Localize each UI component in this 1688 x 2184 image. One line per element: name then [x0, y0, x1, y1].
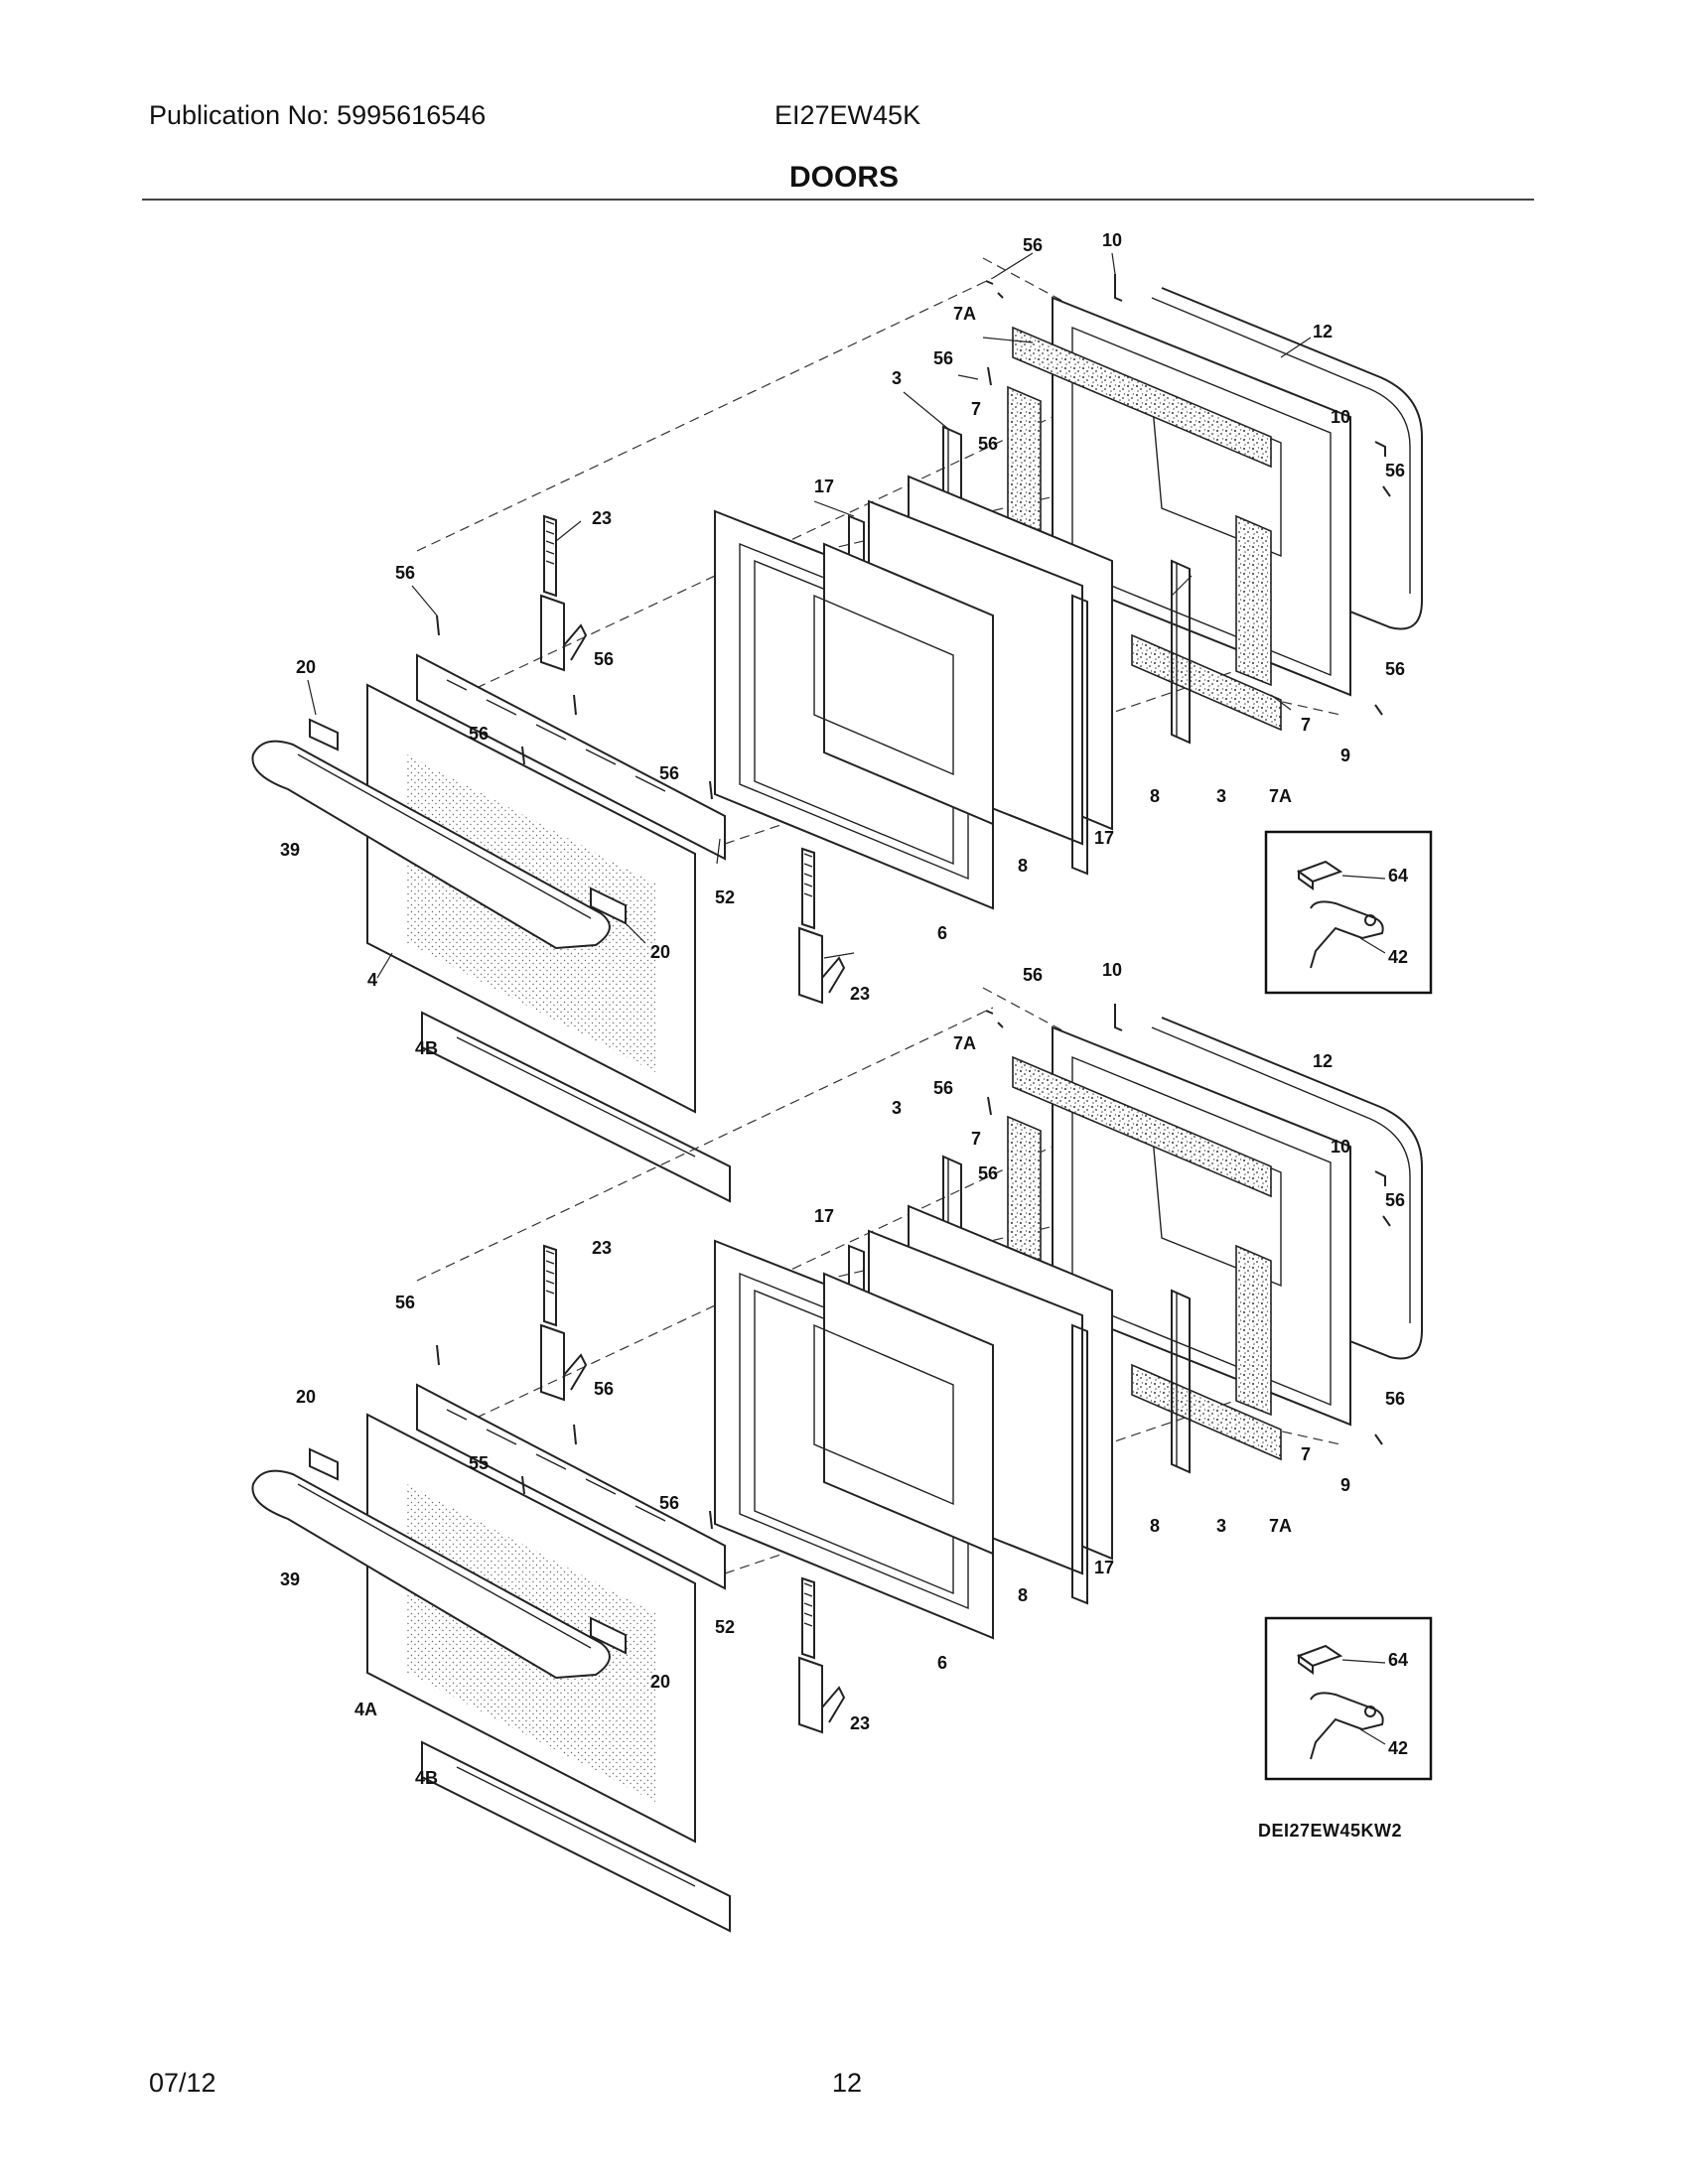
callout-56: 56 — [659, 763, 679, 783]
callout-4a: 4A — [354, 1700, 377, 1719]
page-title: DOORS — [788, 161, 899, 194]
callout-4b: 4B — [415, 1038, 438, 1058]
callout-52: 52 — [715, 887, 735, 907]
callout-20: 20 — [296, 1387, 316, 1407]
callout-56: 56 — [395, 1293, 415, 1312]
callout-17: 17 — [814, 477, 834, 496]
callout-6: 6 — [937, 1653, 947, 1673]
callout-56: 56 — [594, 649, 614, 669]
callout-39: 39 — [280, 1570, 300, 1589]
callout-10: 10 — [1331, 1137, 1350, 1157]
upper-callout-labels: 56 10 7A 12 56 3 7 10 56 56 17 23 56 56 … — [280, 230, 1405, 1058]
callout-12: 12 — [1313, 1051, 1333, 1071]
callout-8: 8 — [1150, 1516, 1160, 1536]
callout-7a: 7A — [953, 1033, 976, 1053]
callout-7: 7 — [1301, 715, 1311, 735]
drawing-code: DEI27EW45KW2 — [1258, 1821, 1402, 1841]
callout-10: 10 — [1102, 230, 1122, 250]
callout-7: 7 — [1301, 1444, 1311, 1464]
callout-7: 7 — [971, 1129, 981, 1149]
callout-56: 56 — [1023, 965, 1043, 985]
callout-56: 56 — [659, 1493, 679, 1513]
callout-10: 10 — [1331, 407, 1350, 427]
callout-8: 8 — [1018, 856, 1028, 876]
upper-door-assembly — [251, 257, 1423, 1202]
inset-box-upper: 64 42 — [1264, 830, 1433, 995]
callout-56: 56 — [978, 434, 998, 454]
callout-17: 17 — [1094, 1558, 1114, 1577]
callout-56: 56 — [469, 724, 489, 744]
inset-callout-64: 64 — [1388, 1650, 1408, 1670]
callout-7a: 7A — [953, 304, 976, 324]
callout-7a: 7A — [1269, 1516, 1292, 1536]
callout-3: 3 — [1216, 1516, 1226, 1536]
callout-17: 17 — [814, 1206, 834, 1226]
callout-23: 23 — [850, 984, 870, 1004]
callout-20: 20 — [296, 657, 316, 677]
callout-56: 56 — [978, 1163, 998, 1183]
inset-callout-42: 42 — [1388, 1738, 1408, 1758]
callout-3: 3 — [892, 368, 902, 388]
callout-23: 23 — [592, 1238, 612, 1258]
callout-39: 39 — [280, 840, 300, 860]
callout-10: 10 — [1102, 960, 1122, 980]
callout-20: 20 — [650, 1672, 670, 1692]
callout-8: 8 — [1018, 1585, 1028, 1605]
callout-7: 7 — [971, 399, 981, 419]
callout-23: 23 — [850, 1713, 870, 1733]
inset-box-lower: 64 42 — [1264, 1616, 1433, 1781]
callout-23: 23 — [592, 508, 612, 528]
lower-callout-labels: 56 10 7A 12 56 3 7 10 56 56 17 23 56 56 … — [280, 960, 1405, 1788]
callout-56: 56 — [1385, 659, 1405, 679]
publication-number: Publication No: 5995616546 — [149, 100, 487, 130]
callout-56: 56 — [933, 1078, 953, 1098]
callout-9: 9 — [1340, 746, 1350, 765]
inset-callout-42: 42 — [1388, 947, 1408, 967]
callout-56: 56 — [1385, 1389, 1405, 1409]
footer-page-number: 12 — [832, 2068, 863, 2098]
callout-6: 6 — [937, 923, 947, 943]
header-rule — [142, 199, 1534, 201]
callout-4b: 4B — [415, 1768, 438, 1788]
callout-56: 56 — [1023, 235, 1043, 255]
callout-55: 55 — [469, 1453, 489, 1473]
callout-12: 12 — [1313, 322, 1333, 341]
callout-56: 56 — [1385, 461, 1405, 480]
callout-8: 8 — [1150, 786, 1160, 806]
callout-56: 56 — [1385, 1190, 1405, 1210]
inset-callout-64: 64 — [1388, 866, 1408, 886]
callout-4: 4 — [367, 970, 377, 990]
callout-3: 3 — [892, 1098, 902, 1118]
callout-56: 56 — [594, 1379, 614, 1399]
lower-door-assembly — [251, 987, 1423, 1932]
model-number: EI27EW45K — [774, 100, 921, 130]
footer-date: 07/12 — [149, 2068, 216, 2098]
callout-20: 20 — [650, 942, 670, 962]
callout-56: 56 — [395, 563, 415, 583]
callout-9: 9 — [1340, 1475, 1350, 1495]
callout-7a: 7A — [1269, 786, 1292, 806]
callout-17: 17 — [1094, 828, 1114, 848]
callout-56: 56 — [933, 348, 953, 368]
callout-52: 52 — [715, 1617, 735, 1637]
callout-3: 3 — [1216, 786, 1226, 806]
upper-callout-leaders — [307, 252, 1312, 979]
